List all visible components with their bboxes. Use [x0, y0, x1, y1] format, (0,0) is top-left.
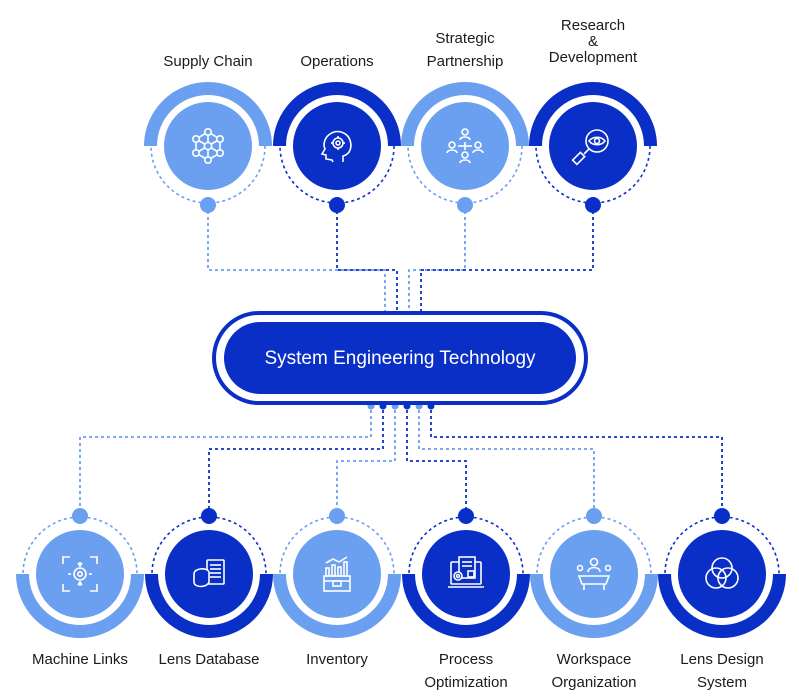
- connector-bottom-3: [406, 404, 467, 515]
- bottom-node-3-thick-ring: [402, 573, 530, 638]
- hub-fill: [224, 322, 576, 394]
- top-node-1: [273, 82, 401, 204]
- bottom-node-4-core: [550, 530, 638, 618]
- top-node-3-core: [549, 102, 637, 190]
- top-node-2-thick-ring: [401, 82, 529, 147]
- connector-top-1: [336, 205, 398, 313]
- top-node-label-1-line: Operations: [300, 53, 374, 70]
- connector-top-0: [207, 205, 386, 313]
- bottom-node-4: [530, 516, 658, 638]
- bottom-node-5-core: [678, 530, 766, 618]
- bottom-node-0-core: [36, 530, 124, 618]
- top-node-label-3-line: Research: [560, 17, 626, 34]
- bottom-node-1-thick-ring: [145, 573, 273, 638]
- bottom-node-2: [273, 516, 401, 638]
- top-node-1-core: [293, 102, 381, 190]
- bottom-node-dot-0: [72, 508, 88, 524]
- top-node-label-2-line: Partnership: [426, 53, 504, 70]
- hub-title: System Engineering Technology: [264, 348, 536, 369]
- bottom-node-1: [145, 516, 273, 638]
- bottom-node-dot-3: [458, 508, 474, 524]
- bottom-node-group: [16, 508, 786, 638]
- bottom-node-3: [402, 516, 530, 638]
- connector-bottom-1: [208, 404, 384, 515]
- bottom-node-dot-2: [329, 508, 345, 524]
- bottom-node-dot-1: [201, 508, 217, 524]
- top-node-label-3-line: Development: [548, 49, 638, 66]
- top-node-label-1: Operations: [257, 50, 417, 73]
- top-node-2: [401, 82, 529, 204]
- top-node-dot-2: [457, 197, 473, 213]
- top-node-1-thick-ring: [273, 82, 401, 147]
- connector-bottom-5: [430, 404, 723, 515]
- top-node-group: [144, 82, 657, 213]
- connector-top-2: [408, 205, 466, 313]
- bottom-node-label-5-line: System: [696, 674, 747, 691]
- connector-top-3: [420, 205, 594, 313]
- top-node-label-3: Research&Development: [513, 18, 673, 66]
- top-node-label-0-line: Supply Chain: [163, 53, 253, 70]
- bottom-node-2-thick-ring: [273, 573, 401, 638]
- bottom-node-label-3-line: Optimization: [424, 674, 508, 691]
- bottom-node-label-1: Lens Database: [129, 648, 289, 671]
- bottom-node-label-3-line: Process: [438, 651, 494, 668]
- bottom-node-label-0-line: Machine Links: [32, 651, 128, 668]
- connector-bottom-2: [336, 404, 396, 515]
- bottom-node-0: [16, 516, 144, 638]
- top-node-label-0: Supply Chain: [128, 50, 288, 73]
- bottom-node-5: [658, 516, 786, 638]
- top-node-dot-1: [329, 197, 345, 213]
- top-node-label-2-line: Strategic: [435, 30, 495, 47]
- top-node-dot-0: [200, 197, 216, 213]
- bottom-node-2-core: [293, 530, 381, 618]
- top-node-label-3-line: &: [587, 33, 598, 50]
- central-hub[interactable]: [212, 311, 588, 405]
- top-node-dot-3: [585, 197, 601, 213]
- top-node-0-thick-ring: [144, 82, 272, 147]
- bottom-node-label-1-line: Lens Database: [158, 651, 260, 668]
- bottom-node-label-0: Machine Links: [0, 648, 160, 671]
- bottom-node-dot-5: [714, 508, 730, 524]
- connector-bottom-0: [79, 404, 372, 515]
- connector-bottom-4: [418, 404, 595, 515]
- bottom-node-label-4-line: Organization: [551, 674, 637, 691]
- bottom-node-5-thick-ring: [658, 573, 786, 638]
- top-node-3: [529, 82, 657, 204]
- top-node-0: [144, 82, 272, 204]
- bottom-node-label-4-line: Workspace: [556, 651, 632, 668]
- bottom-node-0-thick-ring: [16, 573, 144, 638]
- top-node-3-thick-ring: [529, 82, 657, 147]
- bottom-node-label-2: Inventory: [257, 648, 417, 671]
- bottom-node-label-2-line: Inventory: [306, 651, 368, 668]
- bottom-node-label-5-line: Lens Design: [680, 651, 764, 668]
- bottom-node-dot-4: [586, 508, 602, 524]
- bottom-node-4-thick-ring: [530, 573, 658, 638]
